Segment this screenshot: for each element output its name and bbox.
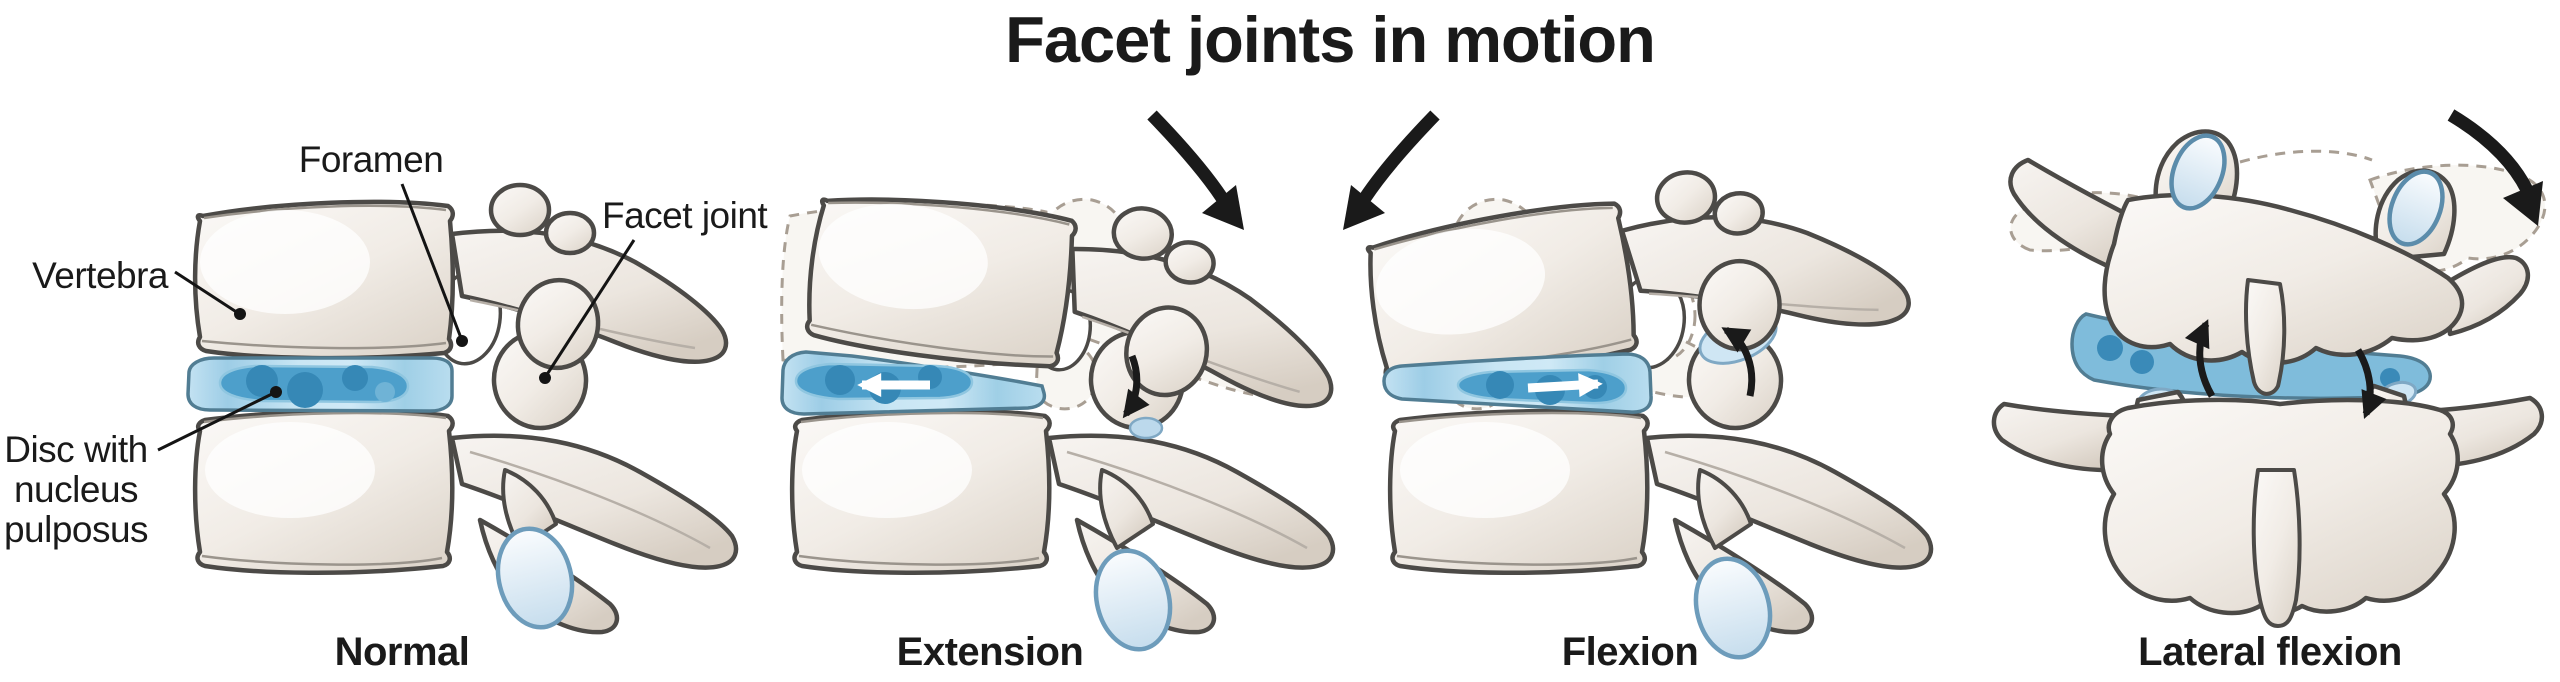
label-foramen: Foramen bbox=[298, 139, 444, 180]
label-disc-line-2: nucleus bbox=[13, 469, 139, 510]
label-facet-joint: Facet joint bbox=[602, 195, 768, 236]
spinous-tip-oval bbox=[1693, 556, 1773, 660]
page-title: Facet joints in motion bbox=[1005, 3, 1656, 76]
facet-surface-sliver bbox=[1128, 416, 1164, 440]
extension-rotation-arrow-icon bbox=[1147, 110, 1244, 230]
facet-joint-leader-line bbox=[539, 239, 636, 384]
label-disc-line-1: Disc with bbox=[4, 429, 148, 470]
disc-leader-line bbox=[157, 386, 282, 452]
facet-glide-down-arrow-icon bbox=[1122, 354, 1150, 419]
vertebra-leader-line bbox=[174, 270, 246, 320]
lower-vertebra-posterior-view bbox=[1991, 380, 2544, 628]
facet-glide-up-arrow-icon bbox=[1721, 327, 1756, 397]
nucleus-pulposus bbox=[218, 364, 410, 408]
motion-arrows bbox=[1147, 109, 2543, 230]
panel-normal-illustration bbox=[157, 183, 736, 635]
facet-glide-down-arrow-icon bbox=[2354, 348, 2387, 419]
facet-surface-right bbox=[2387, 169, 2445, 247]
caption-lateral-flexion: Lateral flexion bbox=[2138, 630, 2402, 674]
caption-normal: Normal bbox=[334, 630, 470, 674]
foramen-leader-line bbox=[400, 183, 468, 347]
flexion-rotation-arrow-icon bbox=[1343, 110, 1440, 230]
lateral-flexion-rotation-arrow-icon bbox=[2447, 109, 2543, 226]
panel-lateral-flexion-illustration bbox=[1991, 129, 2547, 628]
label-vertebra: Vertebra bbox=[32, 255, 168, 296]
spinous-tip-oval bbox=[495, 526, 575, 630]
label-disc-with-nucleus-pulposus: Disc with nucleus pulposus bbox=[0, 430, 152, 550]
panel-extension-illustration bbox=[780, 169, 1351, 652]
facet-surface-left bbox=[2169, 133, 2227, 211]
caption-flexion: Flexion bbox=[1561, 630, 1699, 674]
leader-lines bbox=[157, 183, 636, 452]
spinous-tip-oval bbox=[1093, 548, 1173, 652]
caption-extension: Extension bbox=[896, 630, 1084, 674]
facet-glide-up-arrow-icon bbox=[2184, 319, 2216, 398]
panel-flexion-illustration bbox=[1361, 144, 1931, 660]
label-disc-line-3: pulposus bbox=[3, 509, 149, 550]
upper-vertebra-posterior-view bbox=[2008, 129, 2530, 396]
nucleus-shift-arrow-icon bbox=[1527, 373, 1603, 398]
